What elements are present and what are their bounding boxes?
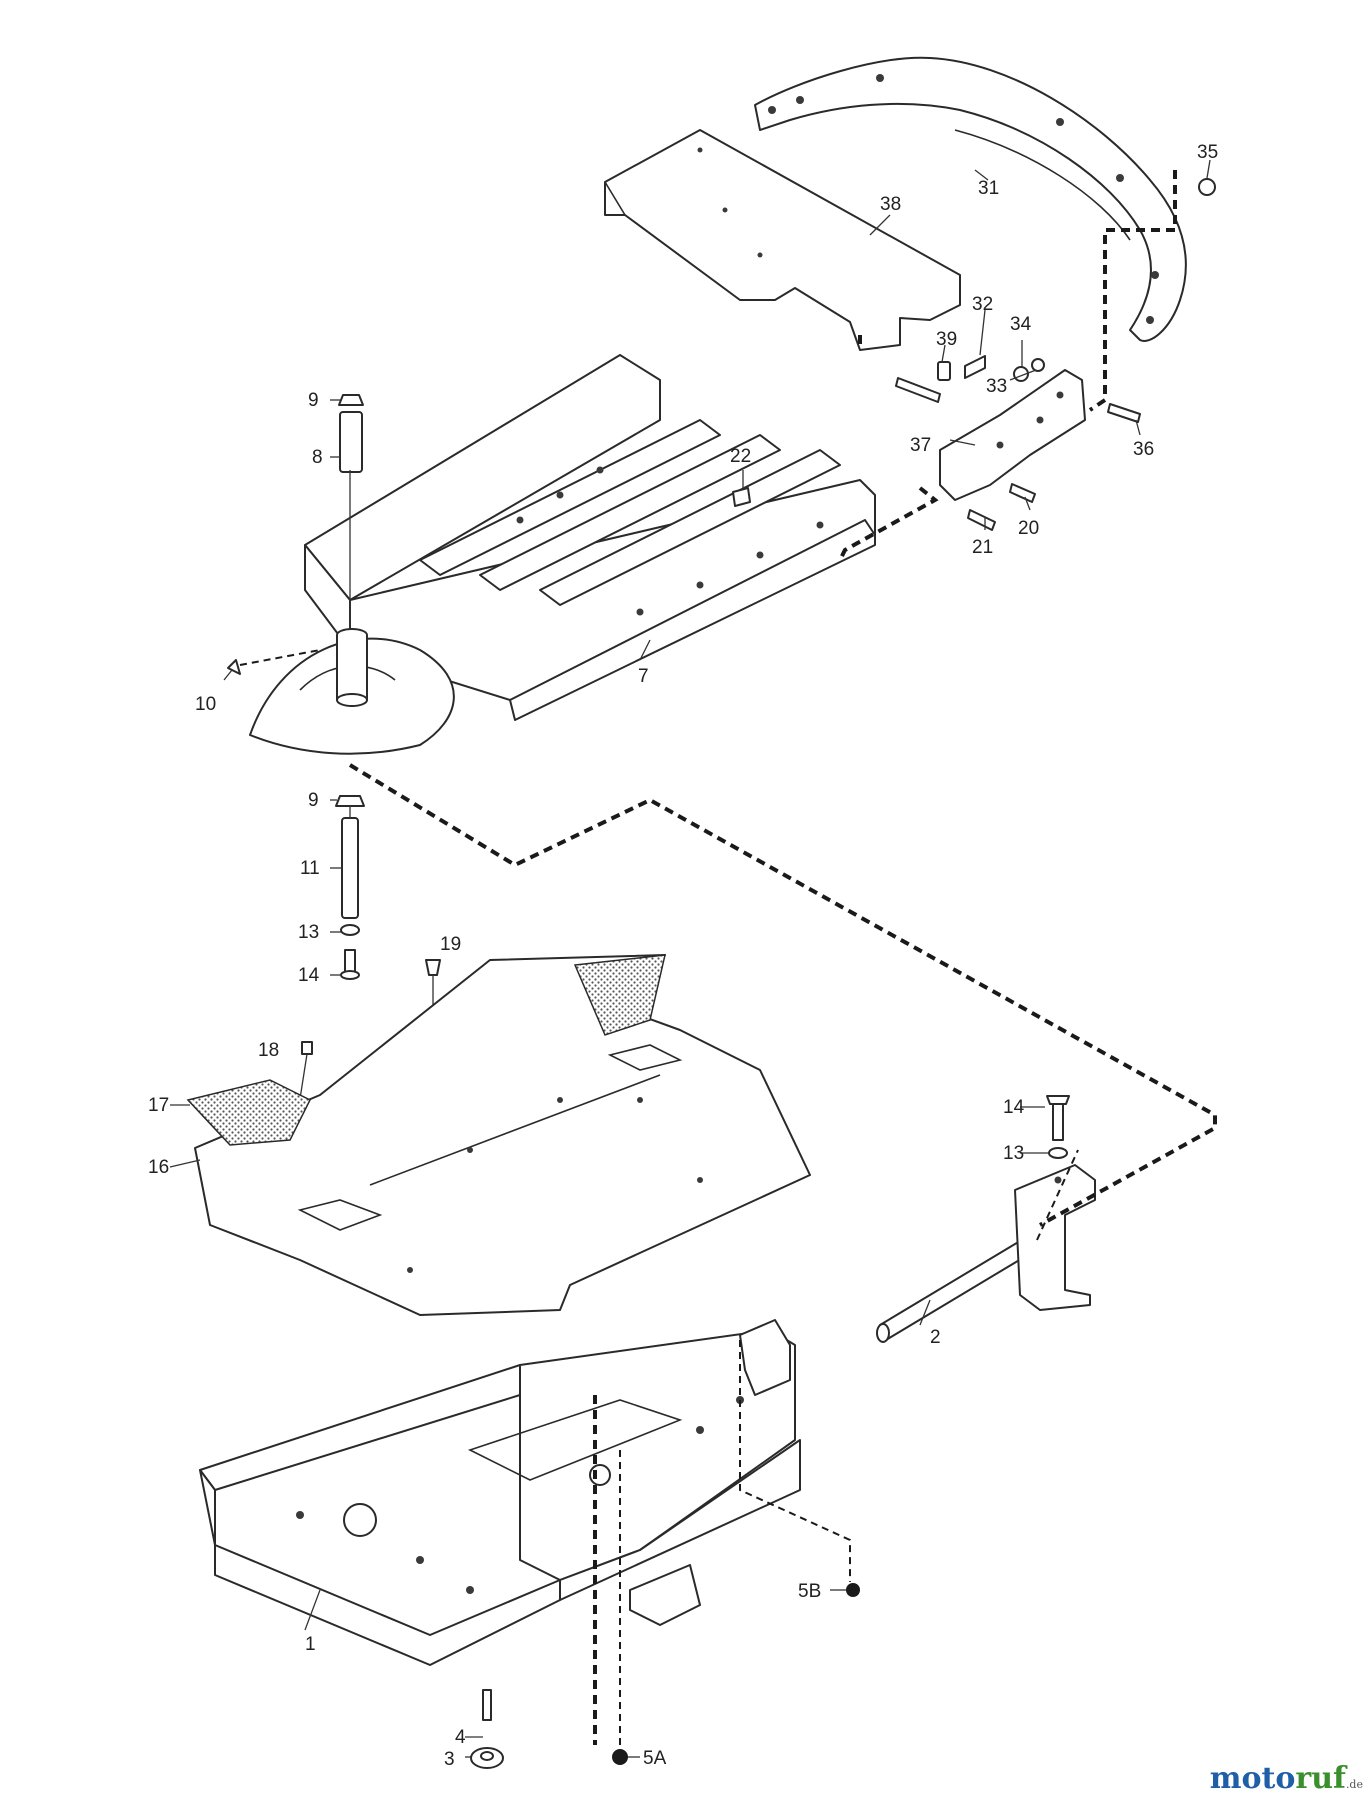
callout-9-bottom: 9	[308, 790, 319, 811]
pivot-plate	[227, 394, 455, 755]
lower-chassis-1	[199, 1319, 801, 1666]
axle-2	[876, 1234, 1037, 1343]
callout-9-top: 9	[308, 390, 319, 411]
callout-35: 35	[1197, 142, 1218, 163]
callout-14-left: 14	[298, 965, 320, 986]
callout-14-right: 14	[1003, 1097, 1025, 1118]
nut-22	[732, 487, 751, 507]
callout-31: 31	[978, 178, 999, 199]
pivot-shaft-stack	[335, 795, 365, 980]
callout-10: 10	[195, 694, 216, 715]
callout-1: 1	[305, 1634, 316, 1655]
callout-19: 19	[440, 934, 461, 955]
callout-16: 16	[148, 1157, 169, 1178]
hardware-cluster-32-39	[895, 178, 1216, 531]
callout-33: 33	[986, 376, 1007, 397]
callout-18: 18	[258, 1040, 279, 1061]
callout-4: 4	[455, 1727, 466, 1748]
leader-lines	[169, 159, 1211, 1758]
plate-38	[604, 129, 961, 351]
floor-pan-16	[194, 954, 811, 1316]
callout-37: 37	[910, 435, 931, 456]
callout-13-right: 13	[1003, 1143, 1024, 1164]
callout-5A: 5A	[643, 1748, 667, 1769]
callout-22: 22	[730, 446, 751, 467]
rear-bumper-31	[754, 56, 1187, 342]
callout-7: 7	[638, 666, 649, 687]
bracket-37	[939, 369, 1086, 501]
upper-frame-7	[304, 354, 876, 721]
callout-5B: 5B	[798, 1581, 821, 1602]
callout-13-left: 13	[298, 922, 319, 943]
callout-20: 20	[1018, 518, 1039, 539]
callout-2: 2	[930, 1327, 941, 1348]
callout-39: 39	[936, 329, 957, 350]
callout-38: 38	[880, 194, 901, 215]
callout-11: 11	[300, 858, 320, 879]
floor-mat-17	[186, 954, 666, 1146]
watermark-logo: motoruf.de	[1209, 1761, 1363, 1796]
axle-bracket	[1014, 1095, 1096, 1311]
callout-36: 36	[1133, 439, 1154, 460]
callout-labels: 9 8 10 7 22 9 11 13 14 19 18 17 16 14 13…	[148, 142, 1218, 1770]
callout-17: 17	[148, 1095, 169, 1116]
alignment-lines	[348, 170, 1217, 1750]
callout-3: 3	[444, 1749, 455, 1770]
callout-21: 21	[972, 537, 993, 558]
callout-8: 8	[312, 447, 323, 468]
hardware-3-4-5	[470, 1583, 860, 1769]
callout-32: 32	[972, 294, 993, 315]
callout-34: 34	[1010, 314, 1032, 335]
